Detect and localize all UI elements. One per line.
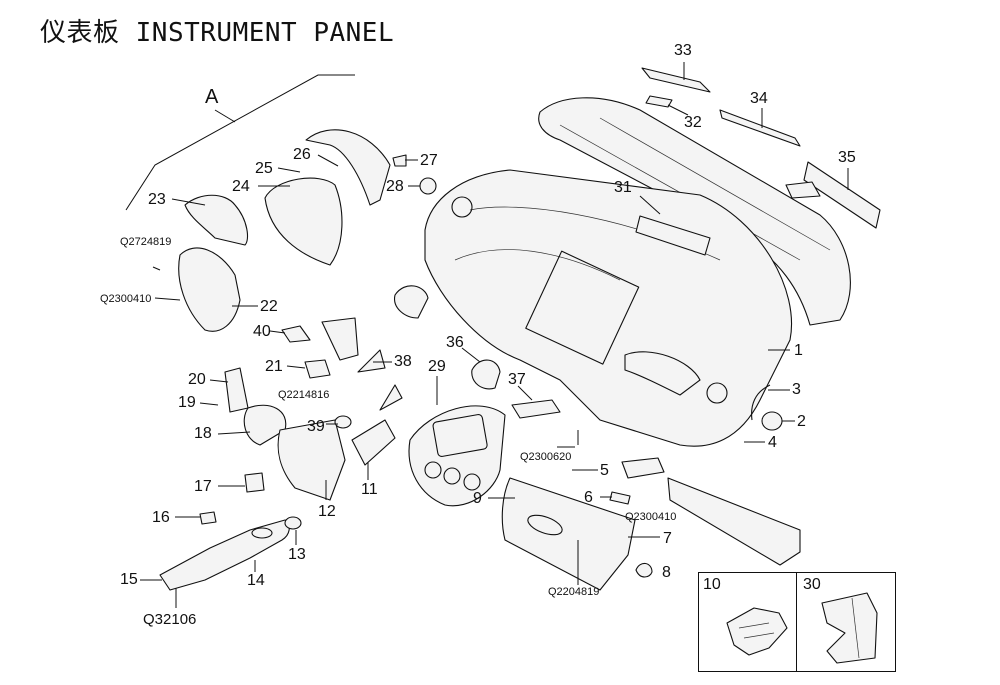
part-right-vent: [621, 457, 665, 479]
group-label-a: A: [205, 86, 219, 108]
detail-box-10: 10: [698, 572, 798, 672]
part-24-shape: [264, 177, 343, 266]
callout-11: 11: [361, 481, 378, 498]
callout-23: 23: [148, 191, 166, 208]
part-26-bracket: [305, 129, 391, 206]
callout-40: 40: [253, 323, 271, 340]
part-27-shape: [392, 154, 407, 167]
callout-17: 17: [194, 478, 212, 495]
part-39-shape: [334, 415, 352, 429]
callout-22: 22: [260, 298, 278, 315]
code-q2204819: Q2204819: [548, 586, 600, 598]
diagram-title: 仪表板 INSTRUMENT PANEL: [40, 18, 395, 48]
callout-5: 5: [600, 462, 609, 479]
part-6-shape: [609, 491, 631, 505]
part-2-shape: [761, 411, 783, 431]
callout-24: 24: [232, 178, 250, 195]
callout-10: 10: [703, 576, 721, 593]
part-36-shape: [471, 359, 501, 390]
callout-35: 35: [838, 149, 856, 166]
callout-37: 37: [508, 371, 526, 388]
part-29-shape: [408, 405, 506, 507]
callout-29: 29: [428, 358, 446, 375]
callout-33: 33: [674, 42, 692, 59]
callout-39: 39: [307, 418, 325, 435]
part-3-shape: [751, 384, 771, 421]
part-34-shape: [719, 109, 801, 147]
part-right-trim: [667, 477, 801, 566]
callout-1: 1: [794, 342, 803, 359]
part-31-shape: [635, 215, 711, 256]
callout-16: 16: [152, 509, 170, 526]
callout-25: 25: [255, 160, 273, 177]
callout-12: 12: [318, 503, 336, 520]
part-13-shape: [284, 516, 302, 530]
group-a-leader: [214, 109, 236, 123]
callout-32: 32: [684, 114, 702, 131]
part-35-shape: [803, 161, 881, 229]
callout-6: 6: [584, 489, 593, 506]
part-10-drawing: [726, 607, 788, 656]
part-38b-shape: [379, 384, 403, 411]
callout-31: 31: [614, 179, 632, 196]
part-vent-left: [394, 285, 429, 319]
code-q2300620: Q2300620: [520, 451, 572, 463]
code-q2300410-left: Q2300410: [100, 293, 152, 305]
callout-36: 36: [446, 334, 464, 351]
part-vent-bracket: [321, 317, 359, 361]
callout-28: 28: [386, 178, 404, 195]
part-38-shape: [357, 349, 386, 373]
part-35-pad: [785, 181, 821, 199]
part-28-shape: [419, 177, 437, 195]
center-opening: [525, 250, 640, 365]
part-40-shape: [281, 325, 311, 343]
callout-9: 9: [473, 490, 482, 507]
callout-4: 4: [768, 434, 777, 451]
callout-7: 7: [663, 530, 672, 547]
part-12-shape: [277, 419, 346, 501]
callout-27: 27: [420, 152, 438, 169]
callout-8: 8: [662, 564, 671, 581]
callout-15: 15: [120, 571, 138, 588]
part-20-shape: [224, 367, 249, 413]
part-17-shape: [244, 472, 265, 493]
callout-30: 30: [803, 576, 821, 593]
callout-26: 26: [293, 146, 311, 163]
callout-20: 20: [188, 371, 206, 388]
callout-34: 34: [750, 90, 768, 107]
part-37-shape: [511, 399, 561, 419]
callout-3: 3: [792, 381, 801, 398]
part-22-shape: [178, 247, 241, 332]
callout-2: 2: [797, 413, 806, 430]
group-a-bracket: [125, 74, 355, 211]
part-11-shape: [351, 419, 396, 466]
part-33-shape: [641, 67, 711, 93]
code-q2214816: Q2214816: [278, 389, 330, 401]
code-q2300410-right: Q2300410: [625, 511, 677, 523]
code-q32106: Q32106: [143, 611, 197, 628]
part-8-shape: [635, 562, 653, 578]
part-9-shape: [501, 477, 636, 591]
part-32-shape: [645, 95, 673, 108]
upper-cover-shape: [538, 97, 851, 326]
part-21-shape: [304, 359, 331, 379]
detail-box-30: 30: [796, 572, 896, 672]
callout-21: 21: [265, 358, 283, 375]
callout-38: 38: [394, 353, 412, 370]
callout-13: 13: [288, 546, 306, 563]
callout-19: 19: [178, 394, 196, 411]
code-q2724819: Q2724819: [120, 236, 172, 248]
callout-18: 18: [194, 425, 212, 442]
part-23-shape: [184, 194, 249, 246]
callout-14: 14: [247, 572, 265, 589]
part-30-drawing: [821, 592, 878, 664]
part-16-shape: [199, 511, 217, 525]
